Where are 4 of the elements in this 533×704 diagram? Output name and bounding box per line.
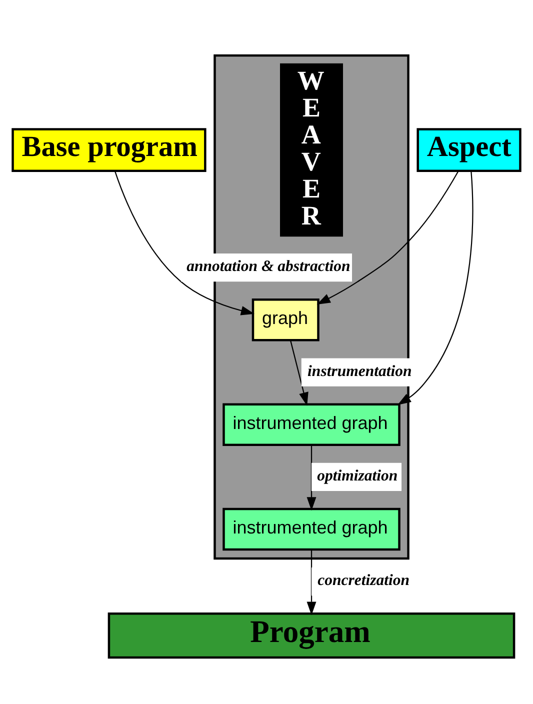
edge-label: instrumentation <box>308 362 412 380</box>
edge-label: concretization <box>318 572 410 590</box>
edge-label: optimization <box>317 468 398 484</box>
edge-label: annotation & abstraction <box>186 258 350 276</box>
